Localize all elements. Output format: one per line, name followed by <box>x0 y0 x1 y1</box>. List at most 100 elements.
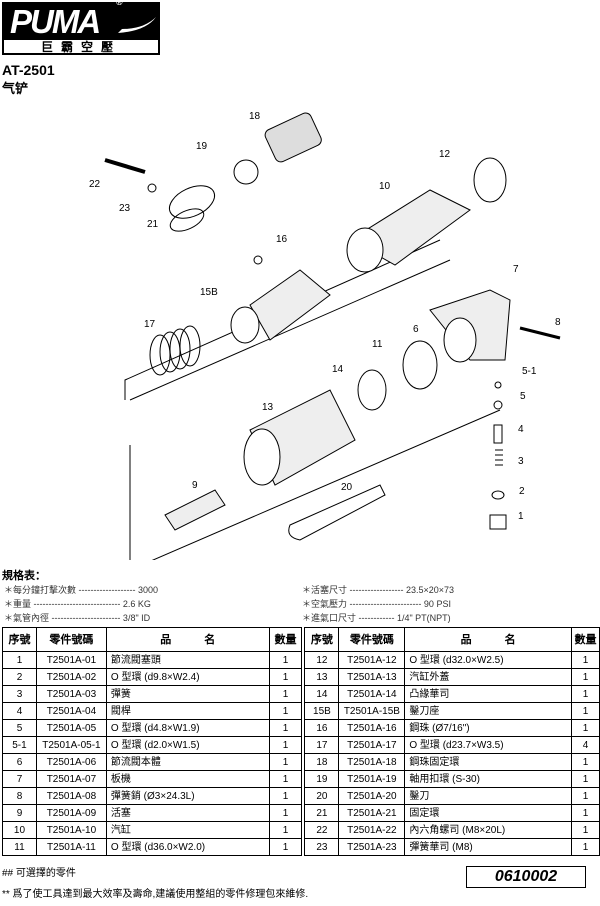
seq-cell: 15B <box>304 702 340 720</box>
callout: 1 <box>518 511 524 522</box>
spec-item: ＊氣管內徑 ----------------------- 3/8" ID <box>4 613 151 623</box>
part-no-cell: T2501A-02 <box>35 668 107 686</box>
seq-cell: 13 <box>304 668 340 686</box>
seq-cell: 10 <box>2 821 37 839</box>
parts-1-5 <box>489 381 507 530</box>
col-seq: 序號 <box>304 627 340 652</box>
callout: 12 <box>439 149 451 160</box>
part-name-cell: 彈簧 <box>105 685 270 703</box>
callout: 5-1 <box>522 366 537 377</box>
part-name-cell: 內六角螺司 (M8×20L) <box>404 821 572 839</box>
model-number: AT-2501 <box>2 62 55 78</box>
seq-cell: 12 <box>304 651 340 669</box>
spec-item: ＊每分鐘打擊次數 ------------------- 3000 <box>4 585 158 595</box>
col-seq: 序號 <box>2 627 37 652</box>
callout: 11 <box>372 339 383 350</box>
callout: 2 <box>519 486 525 497</box>
qty-cell: 1 <box>570 668 600 686</box>
qty-cell: 1 <box>570 821 600 839</box>
seq-cell: 3 <box>2 685 37 703</box>
part-16 <box>253 255 263 265</box>
part-no-cell: T2501A-06 <box>35 753 107 771</box>
callout: 20 <box>341 482 353 493</box>
logo-subtitle: 巨霸空壓 <box>40 40 121 54</box>
qty-cell: 1 <box>268 702 303 720</box>
part-name-cell: 板機 <box>105 770 270 788</box>
qty-cell: 1 <box>570 651 600 669</box>
optional-note: ## 可選擇的零件 <box>2 868 76 879</box>
callout: 16 <box>276 234 288 245</box>
seq-cell: 23 <box>304 838 340 856</box>
callout: 21 <box>147 219 159 230</box>
qty-cell: 1 <box>570 787 600 805</box>
part-name-cell: 鑿刀 <box>404 787 572 805</box>
callout: 19 <box>196 141 208 152</box>
product-name: 气铲 <box>2 81 29 96</box>
qty-cell: 1 <box>570 838 600 856</box>
part-no-cell: T2501A-04 <box>35 702 107 720</box>
seq-cell: 5 <box>2 719 37 737</box>
callout: 3 <box>518 456 524 467</box>
qty-cell: 1 <box>570 685 600 703</box>
seq-cell: 20 <box>304 787 340 805</box>
part-no-cell: T2501A-19 <box>338 770 406 788</box>
part-name-cell: O 型環 (d36.0×W2.0) <box>105 838 270 856</box>
seq-cell: 17 <box>304 736 340 754</box>
col-name: 品 名 <box>105 627 270 652</box>
doc-code: 0610002 <box>466 866 586 888</box>
callout: 15B <box>200 287 218 298</box>
part-no-cell: T2501A-11 <box>35 838 107 856</box>
callout: 4 <box>518 424 524 435</box>
part-6-7 <box>429 289 511 363</box>
part-name-cell: 軸用扣環 (S-30) <box>404 770 572 788</box>
part-no-cell: T2501A-01 <box>35 651 107 669</box>
seq-cell: 2 <box>2 668 37 686</box>
part-name-cell: 固定環 <box>404 804 572 822</box>
seq-cell: 19 <box>304 770 340 788</box>
qty-cell: 1 <box>268 736 303 754</box>
spec-title: 規格表： <box>2 570 46 582</box>
part-name-cell: O 型環 (d9.8×W2.4) <box>105 668 270 686</box>
part-14 <box>357 369 387 411</box>
part-20 <box>288 484 386 541</box>
seq-cell: 11 <box>2 838 37 856</box>
spec-item: ＊重量 ----------------------------- 2.6 KG <box>4 599 151 609</box>
part-name-cell: 彈簧銷 (Ø3×24.3L) <box>105 787 270 805</box>
callout: 9 <box>192 480 198 491</box>
qty-cell: 1 <box>570 770 600 788</box>
part-no-cell: T2501A-09 <box>35 804 107 822</box>
seq-cell: 22 <box>304 821 340 839</box>
seq-cell: 16 <box>304 719 340 737</box>
col-part-no: 零件號碼 <box>338 627 406 652</box>
part-10 <box>346 189 471 273</box>
outline-lines <box>124 239 501 560</box>
qty-cell: 1 <box>570 702 600 720</box>
col-qty: 數量 <box>268 627 303 652</box>
col-part-no: 零件號碼 <box>35 627 107 652</box>
part-21 <box>168 185 216 232</box>
part-no-cell: T2501A-20 <box>338 787 406 805</box>
qty-cell: 4 <box>570 736 600 754</box>
seq-cell: 6 <box>2 753 37 771</box>
qty-cell: 1 <box>570 804 600 822</box>
part-name-cell: 鋼珠 (Ø7/16") <box>404 719 572 737</box>
part-no-cell: T2501A-21 <box>338 804 406 822</box>
seq-cell: 7 <box>2 770 37 788</box>
part-name-cell: 鋼珠固定環 <box>404 753 572 771</box>
seq-cell: 4 <box>2 702 37 720</box>
part-name-cell: O 型環 (d4.8×W1.9) <box>105 719 270 737</box>
part-name-cell: 汽缸 <box>105 821 270 839</box>
part-15b <box>230 269 331 344</box>
table-header: 序號 零件號碼 品 名 數量 序號 零件號碼 品 名 數量 <box>2 627 600 652</box>
seq-cell: 1 <box>2 651 37 669</box>
part-13 <box>243 389 356 486</box>
